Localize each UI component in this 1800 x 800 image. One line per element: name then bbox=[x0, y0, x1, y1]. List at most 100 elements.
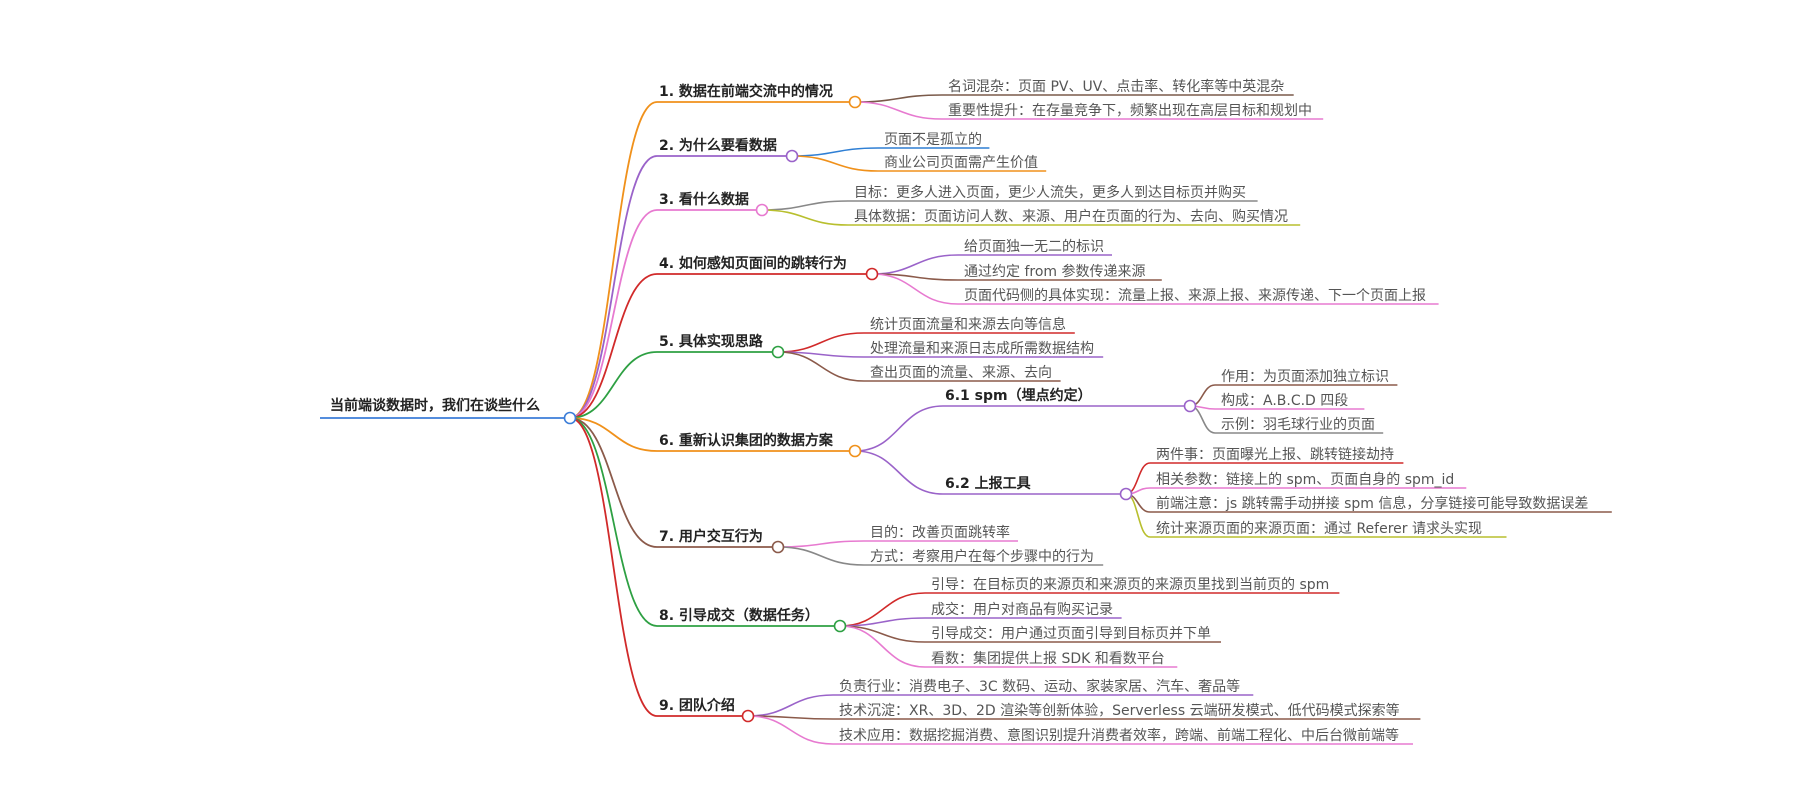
branch-6-item-1[interactable]: 6.1 spm（埋点约定） bbox=[854, 387, 1190, 452]
branch-5-toggle[interactable] bbox=[771, 345, 785, 359]
branch-1-item-2[interactable]: 重要性提升：在存量竞争下，频繁出现在高层目标和规划中 bbox=[854, 101, 1324, 120]
branch-5[interactable]: 5. 具体实现思路 bbox=[569, 333, 778, 419]
branch-4-item-1-label: 给页面独一无二的标识 bbox=[964, 239, 1104, 255]
branch-2-item-1[interactable]: 页面不是孤立的 bbox=[791, 132, 990, 157]
branch-9-item-2-label: 技术沉淀：XR、3D、2D 渲染等创新体验，Serverless 云端研发模式、… bbox=[839, 702, 1400, 719]
branch-6-item-1-item-1-label: 作用：为页面添加独立标识 bbox=[1221, 369, 1389, 385]
branch-1-connector bbox=[569, 101, 658, 419]
branch-2-item-2-connector bbox=[791, 155, 879, 172]
branch-6-item-1-item-3[interactable]: 示例：羽毛球行业的页面 bbox=[1189, 405, 1384, 434]
branch-6-item-2-item-4[interactable]: 统计来源页面的来源页面：通过 Referer 请求头实现 bbox=[1125, 493, 1507, 538]
branch-6[interactable]: 6. 重新认识集团的数据方案 bbox=[569, 417, 855, 452]
branch-7-item-1-connector bbox=[777, 540, 865, 548]
branch-4-item-1-connector bbox=[871, 254, 959, 275]
branch-4-label: 4. 如何感知页面间的跳转行为 bbox=[659, 255, 847, 272]
branch-6-item-2[interactable]: 6.2 上报工具 bbox=[854, 450, 1126, 495]
branch-6-item-1-item-2[interactable]: 构成：A.B.C.D 四段 bbox=[1189, 393, 1365, 410]
branch-7-item-2-label: 方式：考察用户在每个步骤中的行为 bbox=[870, 548, 1094, 565]
branch-6-toggle[interactable] bbox=[848, 444, 862, 458]
branch-2-item-2[interactable]: 商业公司页面需产生价值 bbox=[791, 155, 1047, 172]
branch-8-item-4-label: 看数：集团提供上报 SDK 和看数平台 bbox=[931, 650, 1165, 667]
branch-3-item-2-connector bbox=[761, 209, 849, 226]
branch-9-item-2[interactable]: 技术沉淀：XR、3D、2D 渲染等创新体验，Serverless 云端研发模式、… bbox=[747, 702, 1421, 720]
branch-3-item-1-connector bbox=[761, 200, 849, 211]
branch-6-item-1-connector bbox=[854, 405, 944, 452]
branch-2-connector bbox=[569, 155, 658, 419]
branch-3[interactable]: 3. 看什么数据 bbox=[569, 191, 762, 419]
root-toggle[interactable] bbox=[563, 411, 577, 425]
branch-7[interactable]: 7. 用户交互行为 bbox=[569, 417, 778, 548]
branch-9-label: 9. 团队介绍 bbox=[659, 697, 735, 714]
branch-7-item-2[interactable]: 方式：考察用户在每个步骤中的行为 bbox=[777, 546, 1104, 566]
branch-7-item-1-label: 目的：改善页面跳转率 bbox=[870, 524, 1010, 541]
branch-1-item-1-connector bbox=[854, 94, 943, 103]
branch-6-item-2-toggle[interactable] bbox=[1119, 487, 1133, 501]
branch-8-item-2[interactable]: 成交：用户对商品有购买记录 bbox=[839, 601, 1122, 627]
branch-1-label: 1. 数据在前端交流中的情况 bbox=[659, 83, 833, 100]
branch-8-item-4-connector bbox=[839, 625, 926, 668]
branch-3-item-1-label: 目标：更多人进入页面，更少人流失，更多人到达目标页并购买 bbox=[854, 184, 1246, 201]
branch-6-item-2-item-2[interactable]: 相关参数：链接上的 spm、页面自身的 spm_id bbox=[1125, 471, 1467, 495]
branch-9[interactable]: 9. 团队介绍 bbox=[569, 417, 748, 717]
branch-7-toggle[interactable] bbox=[771, 540, 785, 554]
branch-2-item-1-label: 页面不是孤立的 bbox=[884, 132, 982, 148]
branch-6-item-2-item-3[interactable]: 前端注意：js 跳转需手动拼接 spm 信息，分享链接可能导致数据误差 bbox=[1125, 493, 1612, 513]
branch-8-item-3[interactable]: 引导成交：用户通过页面引导到目标页并下单 bbox=[839, 625, 1221, 643]
branch-6-connector bbox=[569, 417, 658, 452]
branch-8-item-1-connector bbox=[839, 592, 926, 627]
branch-4-item-3[interactable]: 页面代码侧的具体实现：流量上报、来源上报、来源传递、下一个页面上报 bbox=[871, 273, 1439, 305]
branch-5-item-1[interactable]: 统计页面流量和来源去向等信息 bbox=[777, 316, 1075, 353]
branch-8[interactable]: 8. 引导成交（数据任务） bbox=[569, 417, 840, 627]
branch-6-item-1-toggle[interactable] bbox=[1183, 399, 1197, 413]
branch-1-toggle[interactable] bbox=[848, 95, 862, 109]
branch-3-item-2-label: 具体数据：页面访问人数、来源、用户在页面的行为、去向、购买情况 bbox=[854, 208, 1288, 225]
branch-8-item-3-connector bbox=[839, 625, 926, 643]
branch-6-item-2-item-3-label: 前端注意：js 跳转需手动拼接 spm 信息，分享链接可能导致数据误差 bbox=[1156, 495, 1588, 512]
branch-5-item-1-label: 统计页面流量和来源去向等信息 bbox=[870, 316, 1066, 333]
branch-6-item-1-item-3-label: 示例：羽毛球行业的页面 bbox=[1221, 417, 1375, 433]
branch-6-item-1-label: 6.1 spm（埋点约定） bbox=[945, 387, 1092, 404]
branch-5-connector bbox=[569, 351, 658, 419]
branch-4-toggle[interactable] bbox=[865, 267, 879, 281]
branch-7-label: 7. 用户交互行为 bbox=[659, 528, 763, 545]
branch-5-item-3[interactable]: 查出页面的流量、来源、去向 bbox=[777, 351, 1061, 382]
branch-3-connector bbox=[569, 209, 658, 419]
branch-1-item-2-connector bbox=[854, 101, 943, 120]
branch-5-item-3-label: 查出页面的流量、来源、去向 bbox=[870, 365, 1052, 381]
branch-4-item-3-connector bbox=[871, 273, 959, 305]
branch-9-item-3[interactable]: 技术应用：数据挖掘消费、意图识别提升消费者效率，跨端、前端工程化、中后台微前端等 bbox=[747, 715, 1413, 745]
branch-4-item-1[interactable]: 给页面独一无二的标识 bbox=[871, 239, 1112, 275]
branch-5-item-3-connector bbox=[777, 351, 865, 382]
branch-6-label: 6. 重新认识集团的数据方案 bbox=[659, 432, 834, 449]
branch-2[interactable]: 2. 为什么要看数据 bbox=[569, 137, 792, 419]
branch-8-item-3-label: 引导成交：用户通过页面引导到目标页并下单 bbox=[931, 625, 1211, 642]
branch-8-item-4[interactable]: 看数：集团提供上报 SDK 和看数平台 bbox=[839, 625, 1178, 668]
branch-1-item-1[interactable]: 名词混杂：页面 PV、UV、点击率、转化率等中英混杂 bbox=[854, 78, 1294, 103]
branch-1-item-1-label: 名词混杂：页面 PV、UV、点击率、转化率等中英混杂 bbox=[948, 78, 1284, 95]
branch-6-item-1-item-2-label: 构成：A.B.C.D 四段 bbox=[1221, 393, 1348, 409]
branch-5-label: 5. 具体实现思路 bbox=[659, 333, 764, 350]
branch-3-item-1[interactable]: 目标：更多人进入页面，更少人流失，更多人到达目标页并购买 bbox=[761, 184, 1258, 211]
branch-4-item-3-label: 页面代码侧的具体实现：流量上报、来源上报、来源传递、下一个页面上报 bbox=[964, 288, 1426, 304]
root-node[interactable]: 当前端谈数据时，我们在谈些什么 bbox=[320, 397, 568, 419]
branch-9-toggle[interactable] bbox=[741, 709, 755, 723]
branch-7-item-1[interactable]: 目的：改善页面跳转率 bbox=[777, 524, 1018, 548]
branch-9-item-1-label: 负责行业：消费电子、3C 数码、运动、家装家居、汽车、奢品等 bbox=[839, 678, 1240, 695]
branch-3-toggle[interactable] bbox=[755, 203, 769, 217]
branch-5-item-2-label: 处理流量和来源日志成所需数据结构 bbox=[870, 341, 1094, 357]
branch-2-toggle[interactable] bbox=[785, 149, 799, 163]
branch-5-item-2[interactable]: 处理流量和来源日志成所需数据结构 bbox=[777, 341, 1104, 358]
branch-2-item-2-label: 商业公司页面需产生价值 bbox=[884, 155, 1038, 171]
branch-4-item-2-label: 通过约定 from 参数传递来源 bbox=[964, 263, 1145, 280]
branch-3-item-2[interactable]: 具体数据：页面访问人数、来源、用户在页面的行为、去向、购买情况 bbox=[761, 208, 1301, 226]
branch-9-item-1[interactable]: 负责行业：消费电子、3C 数码、运动、家装家居、汽车、奢品等 bbox=[747, 678, 1254, 717]
branch-9-item-3-connector bbox=[747, 715, 834, 745]
branch-4-item-2[interactable]: 通过约定 from 参数传递来源 bbox=[871, 263, 1162, 281]
branch-1[interactable]: 1. 数据在前端交流中的情况 bbox=[569, 83, 855, 419]
branch-6-item-2-item-4-label: 统计来源页面的来源页面：通过 Referer 请求头实现 bbox=[1156, 521, 1482, 537]
branch-2-label: 2. 为什么要看数据 bbox=[659, 137, 777, 154]
branch-8-toggle[interactable] bbox=[833, 619, 847, 633]
branch-7-item-2-connector bbox=[777, 546, 865, 566]
branch-6-item-2-item-4-connector bbox=[1125, 493, 1151, 538]
branch-4[interactable]: 4. 如何感知页面间的跳转行为 bbox=[569, 255, 872, 419]
